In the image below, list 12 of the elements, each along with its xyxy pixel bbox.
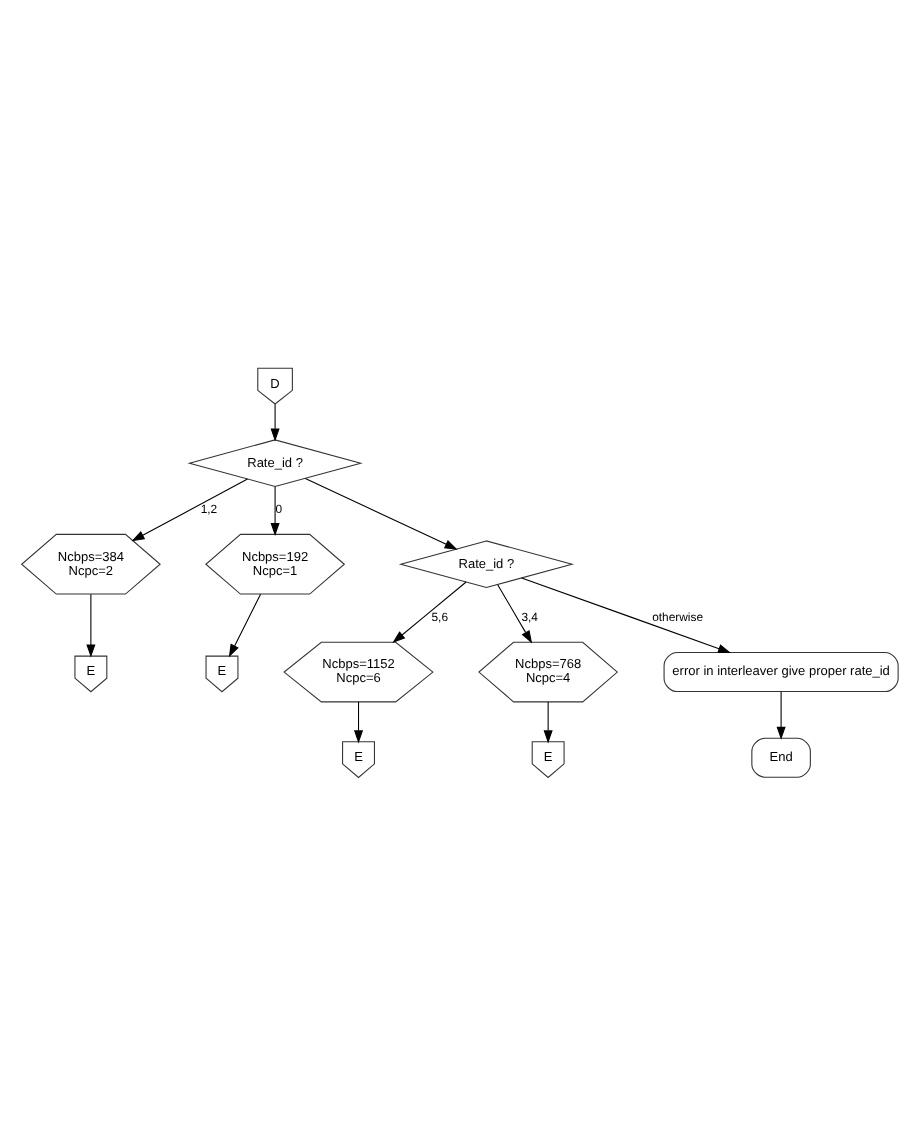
arrow: [304, 477, 458, 550]
arrow: [86, 593, 96, 658]
arrow: [543, 701, 553, 744]
arrow: [270, 486, 280, 537]
arrow: [228, 593, 262, 658]
arrow: [131, 478, 249, 542]
arrow: [392, 581, 467, 643]
arrow: [776, 691, 786, 740]
arrow: [353, 701, 364, 744]
arrow: [270, 403, 280, 442]
arrow: [497, 584, 533, 644]
arrow: [521, 577, 731, 653]
